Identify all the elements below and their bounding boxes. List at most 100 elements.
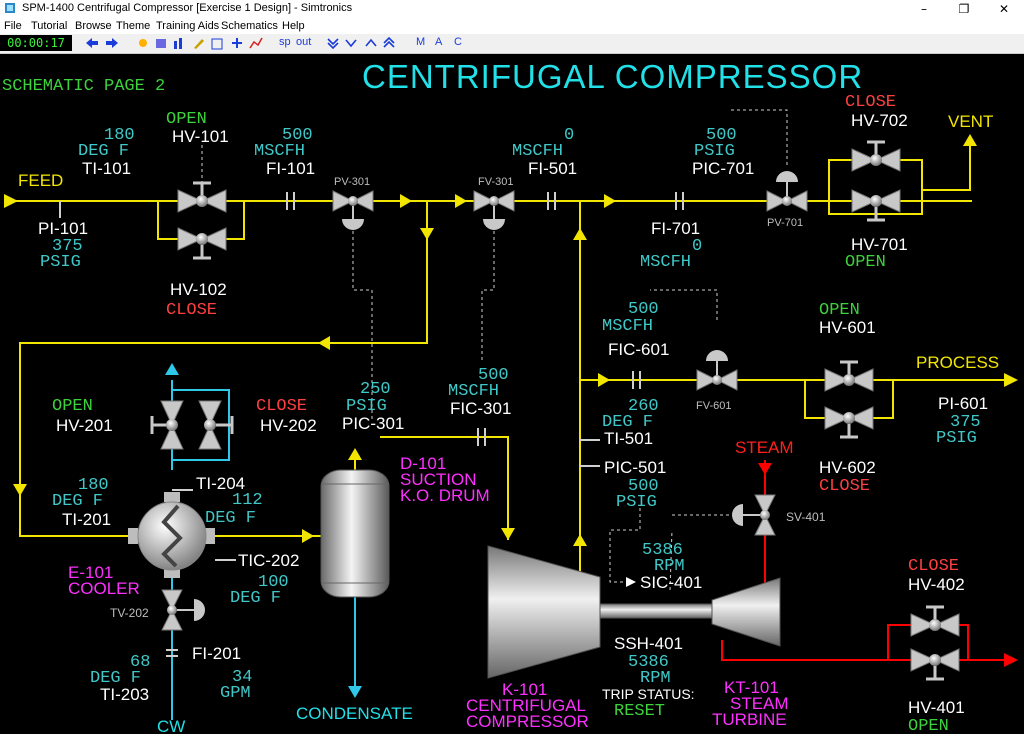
ti-101-unit: DEG F [78, 142, 129, 161]
toolbar-out[interactable]: out [296, 36, 312, 48]
menu-help[interactable]: Help [282, 20, 305, 32]
pi-601-value: 375 [950, 413, 981, 432]
fv-601-valve[interactable] [696, 350, 738, 391]
fi-701-tag: FI-701 [651, 219, 700, 238]
page-label: SCHEMATIC PAGE 2 [2, 77, 165, 96]
fi-701-unit: MSCFH [640, 253, 691, 272]
ti-204-tag: TI-204 [196, 474, 245, 493]
d-101-drum[interactable] [320, 469, 390, 598]
tic-202-tag: TIC-202 [238, 551, 299, 570]
pic-301-unit: PSIG [346, 397, 387, 416]
toolbar-sp[interactable]: sp [279, 36, 291, 48]
toolbar-cascade[interactable]: C [454, 36, 462, 48]
kt-101-line1: STEAM [730, 694, 789, 713]
sic-401-unit: RPM [654, 557, 685, 576]
ti-501-unit: DEG F [602, 413, 653, 432]
hv-401-tag: HV-401 [908, 698, 965, 717]
sic-401-arrow-icon [626, 577, 636, 587]
tv-202-valve[interactable] [161, 589, 205, 631]
hv-101-tag: HV-101 [172, 127, 229, 146]
fic-301-value: 500 [478, 366, 509, 385]
hv-402-tag: HV-402 [908, 575, 965, 594]
k-101-line1: CENTRIFUGAL [466, 696, 586, 715]
hv-401-status: OPEN [908, 717, 949, 734]
pic-501-unit: PSIG [616, 493, 657, 512]
menu-tutorial[interactable]: Tutorial [31, 20, 68, 32]
hv-701-status: OPEN [845, 253, 886, 272]
maximize-button[interactable]: ❐ [958, 2, 970, 16]
page-nav-icons[interactable] [326, 36, 400, 50]
hv-101-valve[interactable] [177, 181, 227, 213]
fic-601-value: 500 [628, 300, 659, 319]
process-arrows [4, 134, 1018, 546]
hv-401-valve[interactable] [910, 648, 960, 681]
fi-501-unit: MSCFH [512, 142, 563, 161]
fi-201-tag: FI-201 [192, 644, 241, 663]
fi-701-value: 0 [692, 237, 702, 256]
pi-101-value: 375 [52, 237, 83, 256]
tool-icons[interactable] [136, 35, 266, 51]
hv-402-valve[interactable] [910, 605, 960, 637]
orifices [59, 192, 684, 657]
hv-702-status: CLOSE [845, 93, 896, 112]
sic-401-value: 5386 [642, 541, 683, 560]
fic-301-tag: FIC-301 [450, 399, 511, 418]
kt-101-line2: TURBINE [712, 710, 787, 729]
trip-status-label: TRIP STATUS: [602, 686, 695, 702]
toolbar-manual[interactable]: M [416, 36, 426, 48]
hv-702-valve[interactable] [851, 140, 901, 172]
back-forward-icon[interactable] [84, 36, 120, 50]
menu-bar: File Tutorial Browse Theme Training Aids… [0, 18, 1024, 34]
toolbar: 00:00:17 sp out M A C [0, 34, 1024, 54]
hv-202-valve[interactable] [198, 400, 234, 450]
fic-601-tag: FIC-601 [608, 340, 669, 359]
e-101-name: COOLER [68, 579, 140, 598]
hv-601-status: OPEN [819, 301, 860, 320]
sic-401-tag: SIC-401 [640, 573, 702, 592]
menu-theme[interactable]: Theme [116, 20, 151, 32]
hv-701-valve[interactable] [851, 189, 901, 222]
menu-training-aids[interactable]: Training Aids [156, 20, 220, 32]
d-101-tag: D-101 [400, 454, 446, 473]
pic-301-value: 250 [360, 380, 391, 399]
hv-102-valve[interactable] [177, 227, 227, 260]
hv-602-status: CLOSE [819, 477, 870, 496]
tv-202-tag: TV-202 [110, 606, 149, 620]
e-101-tag: E-101 [68, 563, 113, 582]
hv-702-tag: HV-702 [851, 111, 908, 130]
pv-701-valve[interactable] [766, 171, 808, 212]
fi-101-unit: MSCFH [254, 142, 305, 161]
toolbar-auto[interactable]: A [435, 36, 443, 48]
fv-601-tag: FV-601 [696, 400, 731, 412]
menu-browse[interactable]: Browse [75, 20, 112, 32]
fi-101-tag: FI-101 [266, 159, 315, 178]
minimize-button[interactable]: – [921, 2, 927, 16]
k-101-compressor[interactable] [487, 545, 713, 679]
hv-601-valve[interactable] [824, 360, 874, 392]
ti-101-value: 180 [104, 126, 135, 145]
e-101-cooler[interactable] [128, 492, 215, 578]
hv-602-valve[interactable] [824, 406, 874, 439]
trip-status-value: RESET [614, 702, 665, 721]
fi-501-value: 0 [564, 126, 574, 145]
stream-condensate: CONDENSATE [296, 704, 413, 723]
steam-arrows [758, 463, 1018, 667]
menu-schematics[interactable]: Schematics [221, 20, 278, 32]
hv-201-tag: HV-201 [56, 416, 113, 435]
close-window-button[interactable]: ✕ [998, 2, 1010, 16]
d-101-line2: K.O. DRUM [400, 486, 490, 505]
fic-601-unit: MSCFH [602, 317, 653, 336]
sv-401-valve[interactable] [732, 494, 776, 536]
hv-201-valve[interactable] [150, 400, 184, 450]
pv-301-valve[interactable] [332, 190, 374, 230]
kt-101-turbine[interactable] [711, 577, 781, 647]
fic-301-unit: MSCFH [448, 382, 499, 401]
pic-701-unit: PSIG [694, 142, 735, 161]
pic-701-value: 500 [706, 126, 737, 145]
menu-file[interactable]: File [4, 20, 22, 32]
page-title: CENTRIFUGAL COMPRESSOR [362, 58, 863, 95]
k-101-line2: COMPRESSOR [466, 712, 589, 731]
fv-301-valve[interactable] [473, 190, 515, 230]
hv-601-tag: HV-601 [819, 318, 876, 337]
ti-101-tag: TI-101 [82, 159, 131, 178]
